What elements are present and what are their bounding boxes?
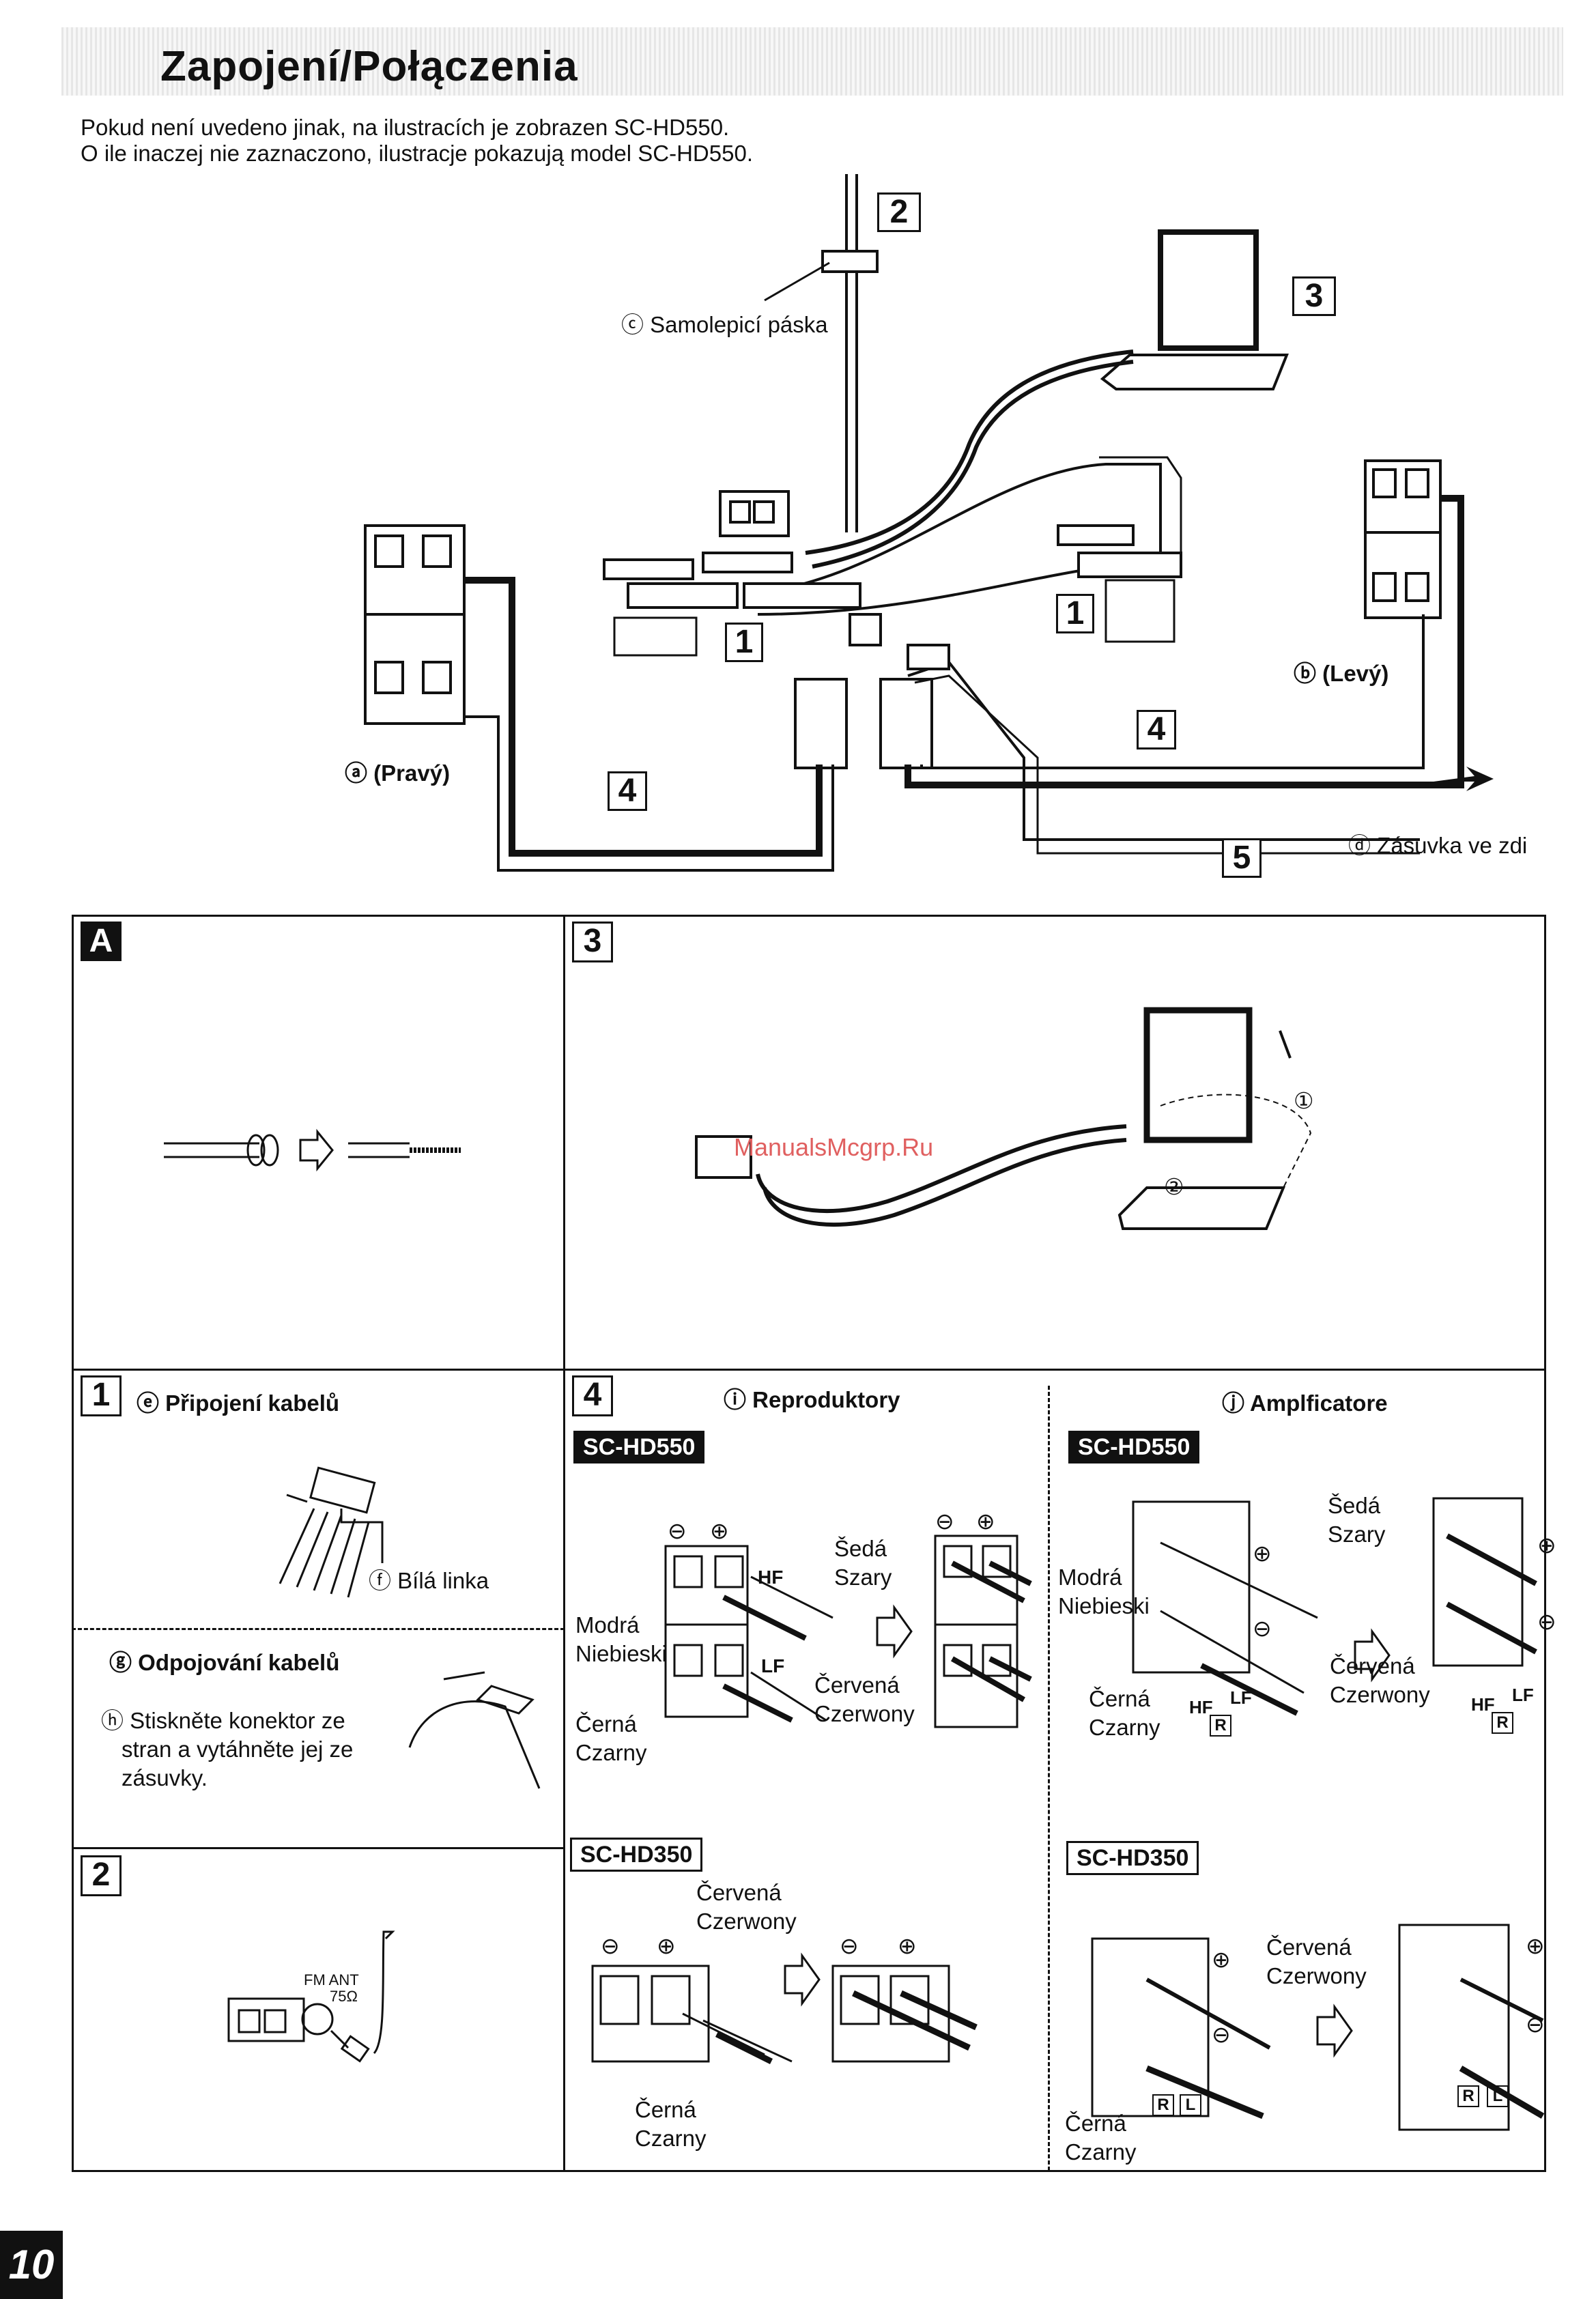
wall-outlet-label: ⓓ Zásuvka ve zdi [1348, 833, 1528, 858]
step-2-marker: ② [1164, 1174, 1184, 1199]
spk550-szary: Szary [834, 1565, 892, 1590]
spk350-plus: ⊕ [657, 1933, 676, 1958]
spk550-czarny: Czarny [575, 1740, 647, 1765]
amp550-after-lf: LF [1512, 1685, 1534, 1705]
callout-4-right: 4 [1137, 710, 1176, 749]
amp350-cervena: Červená [1266, 1934, 1352, 1960]
disconnect-cables-heading: ⓖ Odpojování kabelů [109, 1650, 340, 1675]
spk550-cerna: Černá [575, 1711, 637, 1737]
spk550-plus: ⊕ [710, 1518, 729, 1543]
spk550-lf: LF [761, 1655, 785, 1676]
title-band [61, 27, 1563, 96]
amp350-after-l-badge: L [1487, 2085, 1509, 2107]
amp350-czerwony: Czerwony [1266, 1963, 1367, 1988]
watermark: ManualsMcgrp.Ru [734, 1133, 934, 1161]
amp550-hf: HF [1189, 1697, 1213, 1717]
amp550-after-hf: HF [1471, 1694, 1495, 1715]
spk350-czarny: Czarny [635, 2126, 707, 2151]
amp550-szary: Szary [1328, 1522, 1386, 1547]
panel-divider-horizontal [72, 1369, 1546, 1371]
amp550-r-badge: R [1210, 1715, 1231, 1737]
panel-divider-vertical [563, 915, 565, 2172]
amp350-after-minus: ⊖ [1526, 2012, 1545, 2037]
panel-3-tag: 3 [572, 922, 613, 962]
spk350-minus: ⊖ [601, 1933, 620, 1958]
model-badge-550-amplifier: SC-HD550 [1068, 1431, 1200, 1463]
amp550-modra: Modrá [1058, 1565, 1122, 1590]
amp350-minus: ⊖ [1212, 2022, 1231, 2047]
spk550-niebieski: Niebieski [575, 1641, 667, 1666]
right-speaker-label: ⓐ (Pravý) [345, 760, 451, 786]
amp350-r-badge: R [1152, 2094, 1174, 2116]
spk350-czerwony: Czerwony [696, 1909, 797, 1934]
panel-frame [72, 915, 1546, 2172]
tape-label: ⓒ Samolepicí páska [621, 312, 828, 337]
spk550-hf: HF [758, 1567, 784, 1588]
amp350-l-badge: L [1180, 2094, 1201, 2116]
panel-1-tag: 1 [81, 1375, 122, 1416]
callout-2: 2 [877, 192, 921, 232]
amp550-lf: LF [1230, 1687, 1252, 1708]
callout-1-left: 1 [725, 623, 763, 662]
speakers-heading: ⓘ Reproduktory [724, 1387, 900, 1412]
amp550-cerna: Černá [1089, 1686, 1150, 1711]
amp550-after-r-badge: R [1492, 1712, 1513, 1734]
amplifier-heading: ⓙ Amplficatore [1222, 1390, 1388, 1416]
amp550-minus: ⊖ [1253, 1616, 1272, 1641]
page-title: Zapojení/Połączenia [160, 43, 578, 90]
amp350-czarny: Czarny [1065, 2139, 1137, 2165]
amp350-after-plus: ⊕ [1526, 1933, 1545, 1958]
amp350-plus: ⊕ [1212, 1947, 1231, 1972]
disconnect-instruction-2: stran a vytáhněte jej ze [122, 1737, 354, 1762]
amp350-after-r-badge: R [1457, 2085, 1479, 2107]
spk350-after-plus: ⊕ [898, 1933, 917, 1958]
spk350-after-minus: ⊖ [840, 1933, 859, 1958]
left-speaker-label: ⓑ (Levý) [1294, 661, 1389, 686]
intro-pl: O ile inaczej nie zaznaczono, ilustracje… [81, 141, 753, 166]
fm-ant-label: FM ANT [304, 1971, 359, 1988]
callout-1-right: 1 [1056, 594, 1094, 633]
spk550-modra: Modrá [575, 1612, 640, 1638]
connect-cables-heading: ⓔ Připojení kabelů [137, 1390, 340, 1416]
fm-ohm-label: 75Ω [330, 1988, 358, 2005]
spk550-after-minus: ⊖ [935, 1509, 954, 1534]
panel-divider-1-2 [72, 1847, 565, 1849]
spk350-cervena: Červená [696, 1880, 782, 1905]
intro-cz: Pokud není uvedeno jinak, na ilustracích… [81, 115, 730, 140]
amp350-cerna: Černá [1065, 2111, 1126, 2136]
step-1-marker: ① [1294, 1088, 1314, 1113]
amp550-plus: ⊕ [1253, 1541, 1272, 1566]
spk550-minus: ⊖ [668, 1518, 687, 1543]
panel-a-tag: A [81, 922, 122, 961]
amp550-czarny: Czarny [1089, 1715, 1160, 1740]
page-number: 10 [0, 2231, 63, 2299]
callout-3: 3 [1292, 276, 1336, 316]
panel-4-tag: 4 [572, 1375, 613, 1416]
amp550-niebieski: Niebieski [1058, 1593, 1150, 1618]
amp550-czerwony: Czerwony [1330, 1682, 1430, 1707]
panel-divider-4-dashed [1048, 1386, 1050, 2171]
connection-overview-diagram [364, 174, 1494, 872]
panel-2-tag: 2 [81, 1855, 122, 1896]
callout-4-left: 4 [608, 771, 647, 811]
disconnect-instruction-3: zásuvky. [122, 1765, 208, 1790]
amp550-after-plus: ⊕ [1537, 1532, 1556, 1558]
spk550-after-plus: ⊕ [976, 1509, 995, 1534]
spk350-cerna: Černá [635, 2097, 696, 2122]
amp550-cervena: Červená [1330, 1653, 1415, 1679]
spk550-czerwony: Czerwony [814, 1701, 915, 1726]
spk550-cervena: Červená [814, 1672, 900, 1698]
panel-divider-1-dashed [72, 1628, 565, 1630]
model-badge-350-amplifier: SC-HD350 [1066, 1841, 1199, 1875]
spk550-seda: Šedá [834, 1536, 887, 1561]
model-badge-350-speakers: SC-HD350 [570, 1838, 703, 1872]
disconnect-instruction-1: ⓗ Stiskněte konektor ze [101, 1708, 345, 1733]
callout-5: 5 [1222, 838, 1262, 878]
model-badge-550-speakers: SC-HD550 [573, 1431, 705, 1463]
white-line-label: ⓕ Bílá linka [369, 1568, 489, 1593]
amp550-seda: Šedá [1328, 1493, 1381, 1518]
amp550-after-minus: ⊖ [1537, 1609, 1556, 1634]
